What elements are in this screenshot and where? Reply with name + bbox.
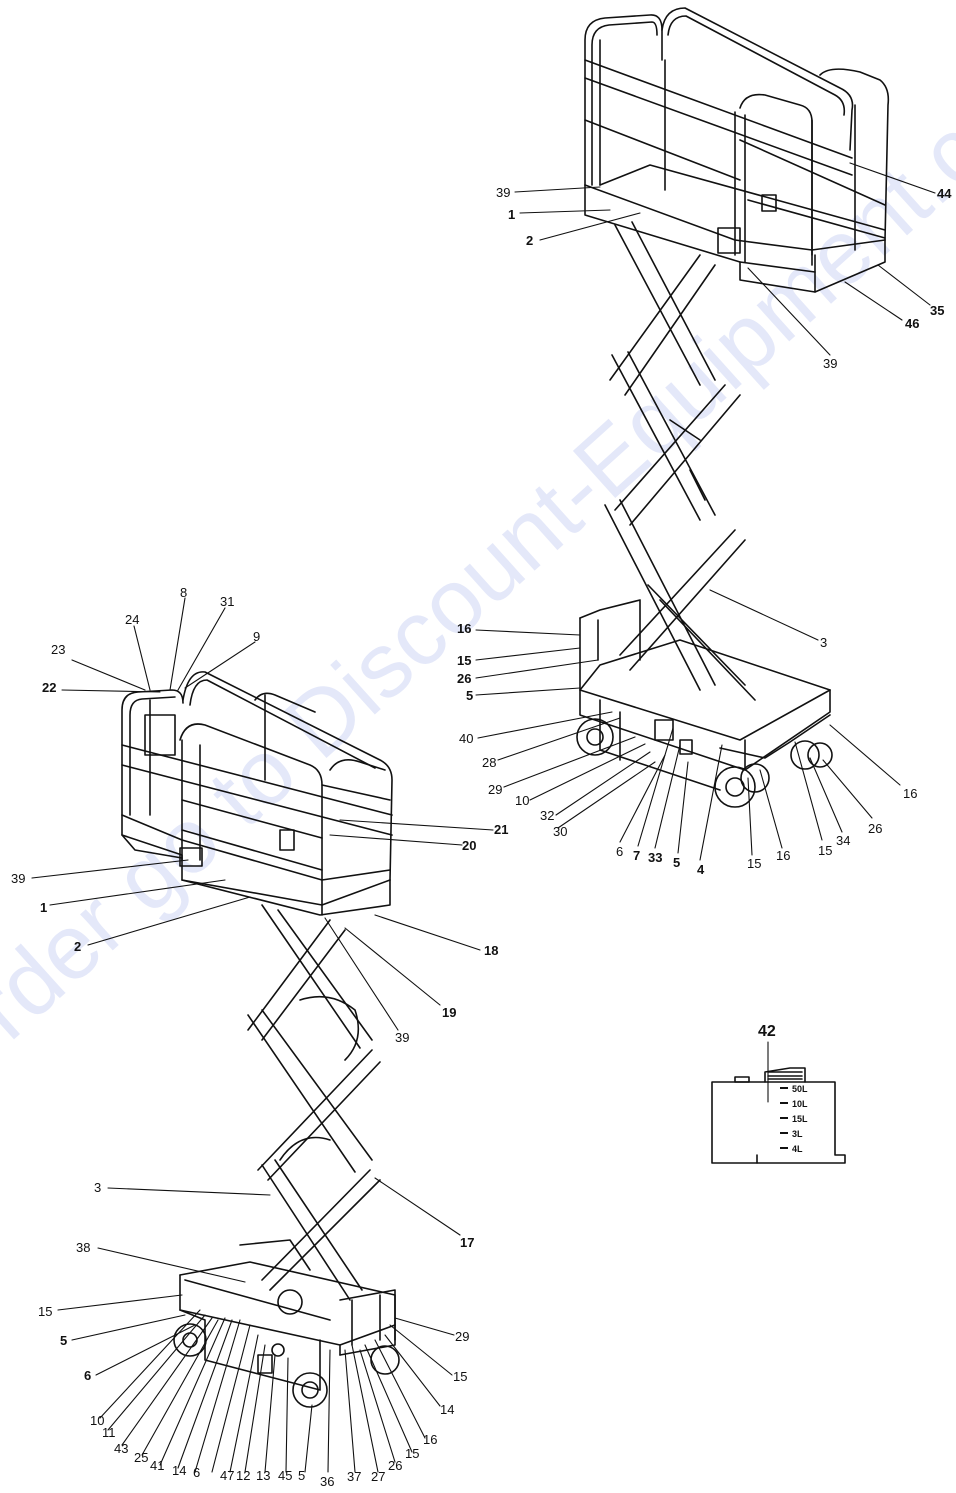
upper-callout-30: 30 (553, 824, 567, 839)
lower-callout-15: 15 (405, 1446, 419, 1461)
lower-platform (121, 814, 391, 916)
upper-callout-10: 10 (515, 793, 529, 808)
tank-mark-label: 4L (792, 1144, 803, 1154)
upper-callout-28: 28 (482, 755, 496, 770)
lower-callout-13: 13 (256, 1468, 270, 1483)
lower-callout-14: 14 (172, 1463, 186, 1478)
lower-callout-43: 43 (114, 1441, 128, 1456)
upper-callout-6: 6 (616, 844, 623, 859)
lower-callout-45: 45 (278, 1468, 292, 1483)
upper-callout-4: 4 (697, 862, 705, 877)
lower-callout-41: 41 (150, 1458, 164, 1473)
upper-callout-16: 16 (776, 848, 790, 863)
upper-callout-32: 32 (540, 808, 554, 823)
lower-callout-24: 24 (125, 612, 139, 627)
lower-callout-3: 3 (94, 1180, 101, 1195)
lower-callout-5: 5 (60, 1333, 67, 1348)
lower-callout-9: 9 (253, 629, 260, 644)
lower-callout-21: 21 (494, 822, 508, 837)
upper-callout-44: 44 (937, 186, 952, 201)
upper-callout-5: 5 (673, 855, 680, 870)
upper-callout-16: 16 (903, 786, 917, 801)
upper-callout-46: 46 (905, 316, 919, 331)
upper-callout-2: 2 (526, 233, 533, 248)
lower-callout-36: 36 (320, 1474, 334, 1488)
upper-callout-40: 40 (459, 731, 473, 746)
lower-callout-1: 1 (40, 900, 47, 915)
lower-callout-15: 15 (453, 1369, 467, 1384)
lower-callout-22: 22 (42, 680, 56, 695)
upper-callout-26: 26 (868, 821, 882, 836)
upper-callout-7: 7 (633, 848, 640, 863)
lower-guardrail (121, 671, 393, 906)
lower-lift-drawing (121, 671, 400, 1408)
tank-mark-label: 15L (792, 1114, 808, 1124)
lower-callout-2: 2 (74, 939, 81, 954)
upper-callout-15: 15 (457, 653, 471, 668)
lower-callout-25: 25 (134, 1450, 148, 1465)
lower-callout-29: 29 (455, 1329, 469, 1344)
lower-callout-6: 6 (84, 1368, 91, 1383)
upper-callout-16: 16 (457, 621, 471, 636)
tank-mark-label: 10L (792, 1099, 808, 1109)
upper-platform (584, 164, 886, 293)
leader-lines (31, 162, 936, 1473)
upper-callout-42: 42 (758, 1023, 776, 1040)
upper-guardrail (584, 7, 890, 266)
upper-callout-33: 33 (648, 850, 662, 865)
lower-callout-5: 5 (298, 1468, 305, 1483)
upper-chassis (576, 599, 833, 808)
lower-scissor-stack (247, 904, 381, 1301)
upper-callout-29: 29 (488, 782, 502, 797)
tank-level-marks: 50L 10L 15L 3L 4L (780, 1084, 808, 1154)
upper-callout-35: 35 (930, 303, 944, 318)
lower-callout-10: 10 (90, 1413, 104, 1428)
lower-callout-39: 39 (11, 871, 25, 886)
upper-callout-1: 1 (508, 207, 515, 222)
lower-callout-39: 39 (395, 1030, 409, 1045)
lower-callout-14: 14 (440, 1402, 454, 1417)
upper-callout-34: 34 (836, 833, 850, 848)
tank-mark-label: 50L (792, 1084, 808, 1094)
lower-callout-26: 26 (388, 1458, 402, 1473)
upper-callout-39: 39 (823, 356, 837, 371)
lower-callout-12: 12 (236, 1468, 250, 1483)
lower-callout-37: 37 (347, 1469, 361, 1484)
lower-callout-15: 15 (38, 1304, 52, 1319)
lower-callout-20: 20 (462, 838, 476, 853)
lower-callout-23: 23 (51, 642, 65, 657)
upper-callout-5: 5 (466, 688, 473, 703)
lower-callout-27: 27 (371, 1469, 385, 1484)
lower-callout-18: 18 (484, 943, 498, 958)
lower-callout-19: 19 (442, 1005, 456, 1020)
lower-callout-47: 47 (220, 1468, 234, 1483)
upper-lift-drawing (576, 7, 890, 808)
lower-callout-6: 6 (193, 1465, 200, 1480)
lower-callout-8: 8 (180, 585, 187, 600)
lower-callout-16: 16 (423, 1432, 437, 1447)
lower-callout-17: 17 (460, 1235, 474, 1250)
tank-mark-label: 3L (792, 1129, 803, 1139)
hydraulic-tank (711, 1067, 846, 1164)
upper-callout-26: 26 (457, 671, 471, 686)
upper-callout-15: 15 (747, 856, 761, 871)
lower-callout-38: 38 (76, 1240, 90, 1255)
lower-callout-11: 11 (102, 1425, 116, 1440)
upper-callout-39: 39 (496, 185, 510, 200)
upper-callout-15: 15 (818, 843, 832, 858)
upper-callout-3: 3 (820, 635, 827, 650)
lower-chassis (173, 1239, 400, 1408)
lower-callout-31: 31 (220, 594, 234, 609)
